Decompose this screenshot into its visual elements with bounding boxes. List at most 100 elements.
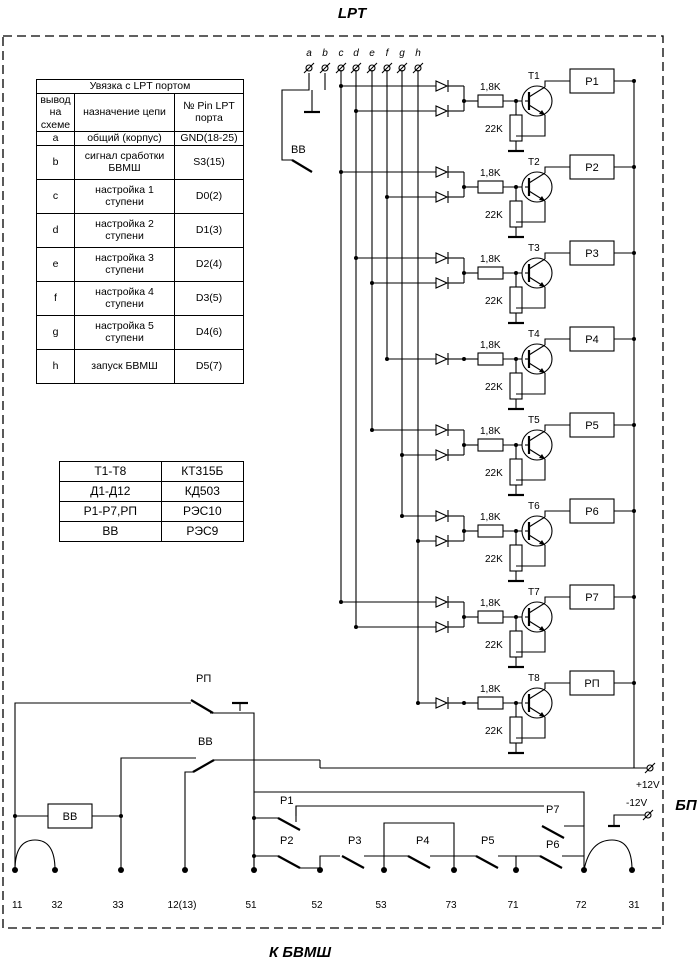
- diode-icon: [435, 596, 449, 608]
- contact-p2-label: P2: [280, 835, 293, 847]
- diode-icon: [435, 80, 449, 92]
- collector-lead: [528, 430, 546, 442]
- pin-label-e: e: [369, 48, 375, 59]
- junction: [462, 443, 466, 447]
- bb-switch-label: BB: [291, 144, 306, 156]
- lpt-cell-port: D3(5): [174, 280, 244, 316]
- lpt-table-title: Увязка с LPT портом: [36, 79, 244, 94]
- plus12-rail: +12V: [320, 81, 660, 791]
- lpt-cell-purpose: настройка 5 ступени: [74, 314, 175, 350]
- contact-p3-label: P3: [348, 835, 361, 847]
- base-resistor: [477, 524, 504, 538]
- pull-resistor-label: 22K: [485, 468, 503, 479]
- collector-wire: [544, 166, 556, 173]
- lpt-cell-port: D4(6): [174, 314, 244, 350]
- junction: [462, 271, 466, 275]
- relay-coil: [569, 584, 615, 610]
- collector-lead: [528, 344, 546, 356]
- lpt-cell-pin: e: [36, 246, 75, 282]
- lpt-cell-port: D2(4): [174, 246, 244, 282]
- transistor-label: T3: [528, 243, 540, 254]
- base-resistor-label: 1,8K: [480, 512, 501, 523]
- base-resistor-label: 1,8K: [480, 340, 501, 351]
- collector-wire: [544, 682, 556, 689]
- pin-label-b: b: [322, 48, 328, 59]
- relay-label: РП: [584, 678, 599, 690]
- lpt-cell-pin: f: [36, 280, 75, 316]
- pin-slash: [319, 62, 331, 74]
- lpt-cell-purpose: настройка 2 ступени: [74, 212, 175, 248]
- lpt-cell-port: D5(7): [174, 348, 244, 384]
- pin-slash: [350, 62, 362, 74]
- emitter-ground: [516, 545, 546, 567]
- pull-resistor-label: 22K: [485, 210, 503, 221]
- component-type: КТ315Б: [160, 461, 245, 482]
- pull-resistor-label: 22K: [485, 554, 503, 565]
- relay-contacts: P1 P2 P3 P4 P5 P6 P7: [252, 791, 633, 871]
- pin-label-h: h: [415, 48, 421, 59]
- terminal-33: [118, 867, 124, 873]
- lpt-title: LPT: [338, 5, 368, 22]
- lpt-cell-purpose: настройка 3 ступени: [74, 246, 175, 282]
- relay-coil: [569, 154, 615, 180]
- transistor-label: T1: [528, 71, 540, 82]
- diode-icon: [435, 252, 449, 264]
- terminal-label: 32: [51, 900, 63, 911]
- component-type: РЭС10: [160, 501, 245, 522]
- diode-icon: [435, 449, 449, 461]
- pin-slash: [335, 62, 347, 74]
- lpt-cell-pin: c: [36, 178, 75, 214]
- lpt-cell-port: D0(2): [174, 178, 244, 214]
- lpt-cell-purpose: общий (корпус): [74, 131, 175, 146]
- collector-wire: [544, 510, 556, 517]
- pull-resistor: [509, 458, 523, 486]
- transistor-label: T5: [528, 415, 540, 426]
- emitter-ground: [516, 373, 546, 395]
- pin-label-c: c: [339, 48, 344, 59]
- base-resistor-label: 1,8K: [480, 254, 501, 265]
- collector-wire: [544, 338, 556, 345]
- component-ref: BB: [59, 521, 162, 542]
- relay-coil: [569, 68, 615, 94]
- base-resistor-label: 1,8K: [480, 168, 501, 179]
- collector-lead: [528, 86, 546, 98]
- terminal-71: [513, 867, 519, 873]
- relay-label: P5: [585, 420, 598, 432]
- bb-coil-label: BB: [63, 811, 78, 823]
- terminal-label: 71: [507, 900, 519, 911]
- pull-resistor-label: 22K: [485, 726, 503, 737]
- emitter-ground: [516, 459, 546, 481]
- junction: [462, 357, 466, 361]
- base-resistor: [477, 180, 504, 194]
- terminal-53: [381, 867, 387, 873]
- lpt-cell-port: S3(15): [174, 144, 244, 180]
- lpt-mapping-table: Увязка с LPT портом вывод на схеме назна…: [36, 79, 244, 384]
- pin-slash: [381, 62, 393, 74]
- pull-resistor-label: 22K: [485, 296, 503, 307]
- diode-icon: [435, 105, 449, 117]
- component-ref: Д1-Д12: [59, 481, 162, 502]
- bb-contact-label: BB: [198, 736, 213, 748]
- pin-slash: [396, 62, 408, 74]
- base-resistor: [477, 266, 504, 280]
- base-resistor-label: 1,8K: [480, 82, 501, 93]
- relay-label: P7: [585, 592, 598, 604]
- pin-slash: [412, 62, 424, 74]
- pull-resistor: [509, 630, 523, 658]
- terminal-12(13): [182, 867, 188, 873]
- emitter-arrow: [539, 454, 545, 459]
- lpt-header-port: № Pin LPT порта: [174, 92, 244, 132]
- terminal-51: [251, 867, 257, 873]
